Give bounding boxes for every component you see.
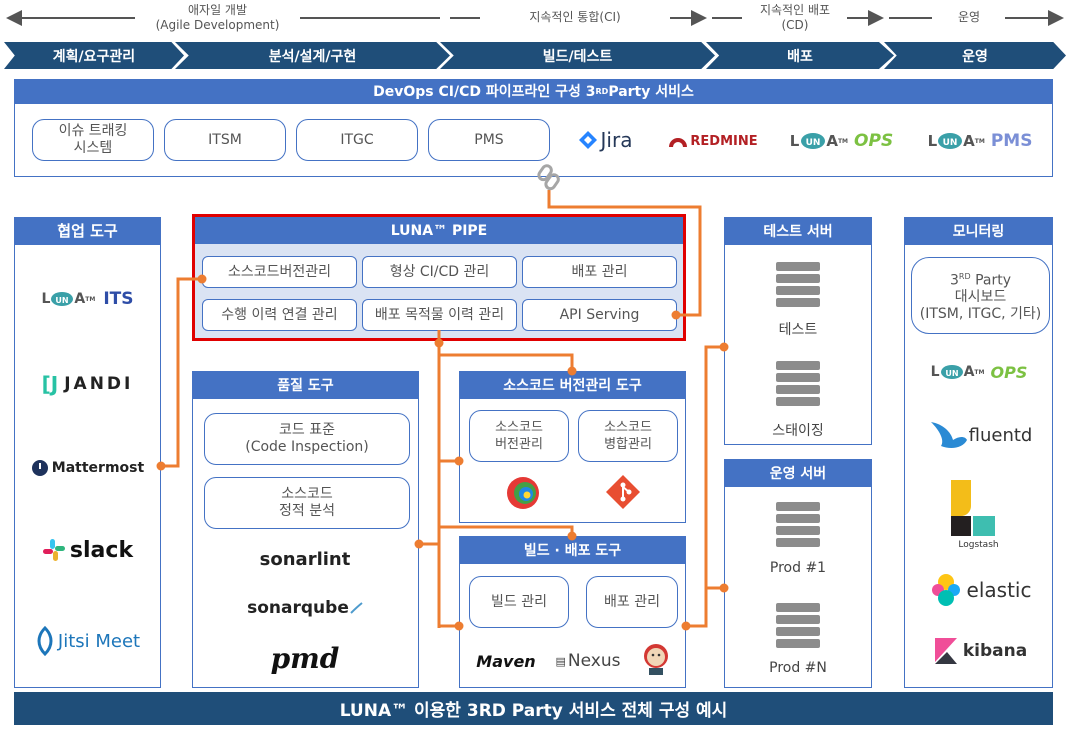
phase-ci: 지속적인 통합(CI) [529, 10, 621, 24]
pipe-config-cicd: 형상 CI/CD 관리 [362, 256, 517, 288]
sonarlint-logo: sonarlint [259, 548, 351, 570]
deploy-management: 배포 관리 [586, 576, 678, 628]
jenkins-icon [644, 644, 668, 675]
svg-text:UN: UN [945, 369, 958, 378]
logstash-label: Logstash [958, 540, 999, 550]
phase-cd: 지속적인 배포 (CD) [759, 3, 831, 32]
collab-header: 협업 도구 [14, 217, 161, 244]
quality-code-inspection: 코드 표준 (Code Inspection) [204, 413, 410, 465]
pill-itsm: ITSM [164, 119, 286, 161]
quality-static-analysis: 소스코드 정적 분석 [204, 477, 410, 529]
stage-deploy: 배포 [706, 42, 894, 69]
jitsi-logo: Jitsi Meet [25, 625, 150, 657]
prod1-server-label: Prod #1 [769, 560, 827, 576]
fluentd-icon [930, 422, 967, 448]
jandi-logo: [J JANDI [41, 372, 134, 396]
pill-3rd-party-dashboard: 3RD Party 대시보드 (ITSM, ITGC, 기타) [911, 257, 1050, 334]
prod-server-header: 운영 서버 [724, 459, 872, 486]
test-server-header: 테스트 서버 [724, 217, 872, 244]
svg-text:UN: UN [943, 138, 958, 148]
pill-issue-tracking: 이슈 트래킹 시스템 [32, 119, 154, 161]
subversion-icon [507, 477, 539, 509]
pmd-logo: pmd [270, 641, 340, 675]
build-header: 빌드 · 배포 도구 [459, 536, 686, 563]
nexus-logo: ▤ Nexus [555, 651, 621, 671]
prod1-server-icon [776, 502, 820, 550]
link-icon [537, 164, 560, 191]
staging-server-label: 스태이징 [772, 423, 824, 439]
pipe-deploy-mgmt: 배포 관리 [522, 256, 677, 288]
svg-text:UN: UN [806, 138, 821, 148]
jira-logo: Jira [570, 126, 640, 154]
elastic-icon [931, 574, 960, 606]
monitor-header: 모니터링 [904, 217, 1053, 244]
nexus-icon: ▤ [555, 654, 566, 668]
vcs-header: 소스코드 버전관리 도구 [459, 371, 686, 398]
jandi-icon: [J [41, 372, 59, 396]
redmine-logo: REDMINE [668, 128, 758, 154]
pill-pms: PMS [428, 119, 550, 161]
slack-logo: slack [25, 535, 150, 565]
kibana-logo: kibana [920, 634, 1040, 668]
luna-icon: UN [801, 133, 826, 149]
test-server-label: 테스트 [778, 322, 818, 338]
prodn-server-icon [776, 603, 820, 651]
vcs-versioning: 소스코드 버전관리 [469, 410, 569, 462]
kibana-icon [934, 638, 957, 664]
jira-icon [578, 131, 597, 149]
footer-title: LUNA™ 이용한 3RD Party 서비스 전체 구성 예시 [14, 692, 1053, 725]
pipe-source-version: 소스코드버전관리 [202, 256, 357, 288]
redmine-icon [669, 138, 688, 147]
pill-itgc: ITGC [296, 119, 418, 161]
maven-logo: Maven [476, 651, 536, 671]
pipe-api-serving: API Serving [522, 299, 677, 331]
elastic-logo: elastic [915, 572, 1045, 608]
slack-icon [42, 539, 65, 561]
build-management: 빌드 관리 [469, 576, 569, 628]
pipe-exec-history: 수행 이력 연결 관리 [202, 299, 357, 331]
sonarqube-logo: sonarqube [230, 595, 380, 621]
vcs-merging: 소스코드 병합관리 [578, 410, 678, 462]
phase-ops: 운영 [957, 10, 981, 24]
svg-text:UN: UN [56, 296, 69, 305]
quality-header: 품질 도구 [192, 371, 419, 398]
stage-operate: 운영 [884, 42, 1066, 69]
jitsi-icon [37, 626, 53, 656]
phase-agile: 애자일 개발 (Agile Development) [155, 3, 280, 32]
prodn-server-label: Prod #N [769, 660, 827, 676]
pipe-artifact-history: 배포 목적물 이력 관리 [362, 299, 517, 331]
luna-pipe-header: LUNA™ PIPE [195, 217, 683, 244]
stage-design: 분석/설계/구현 [175, 42, 450, 69]
test-server-icon [776, 262, 820, 310]
stage-plan: 계획/요구관리 [4, 42, 184, 69]
sonarqube-icon [350, 602, 363, 614]
git-icon [606, 475, 640, 509]
logstash-icon [948, 480, 1000, 540]
fluentd-logo: fluentd [918, 415, 1043, 455]
mattermost-icon [31, 460, 48, 476]
phase-arrows [6, 10, 1064, 26]
stage-build-test: 빌드/테스트 [440, 42, 715, 69]
staging-server-icon [776, 361, 820, 409]
mattermost-logo: Mattermost [25, 455, 150, 481]
